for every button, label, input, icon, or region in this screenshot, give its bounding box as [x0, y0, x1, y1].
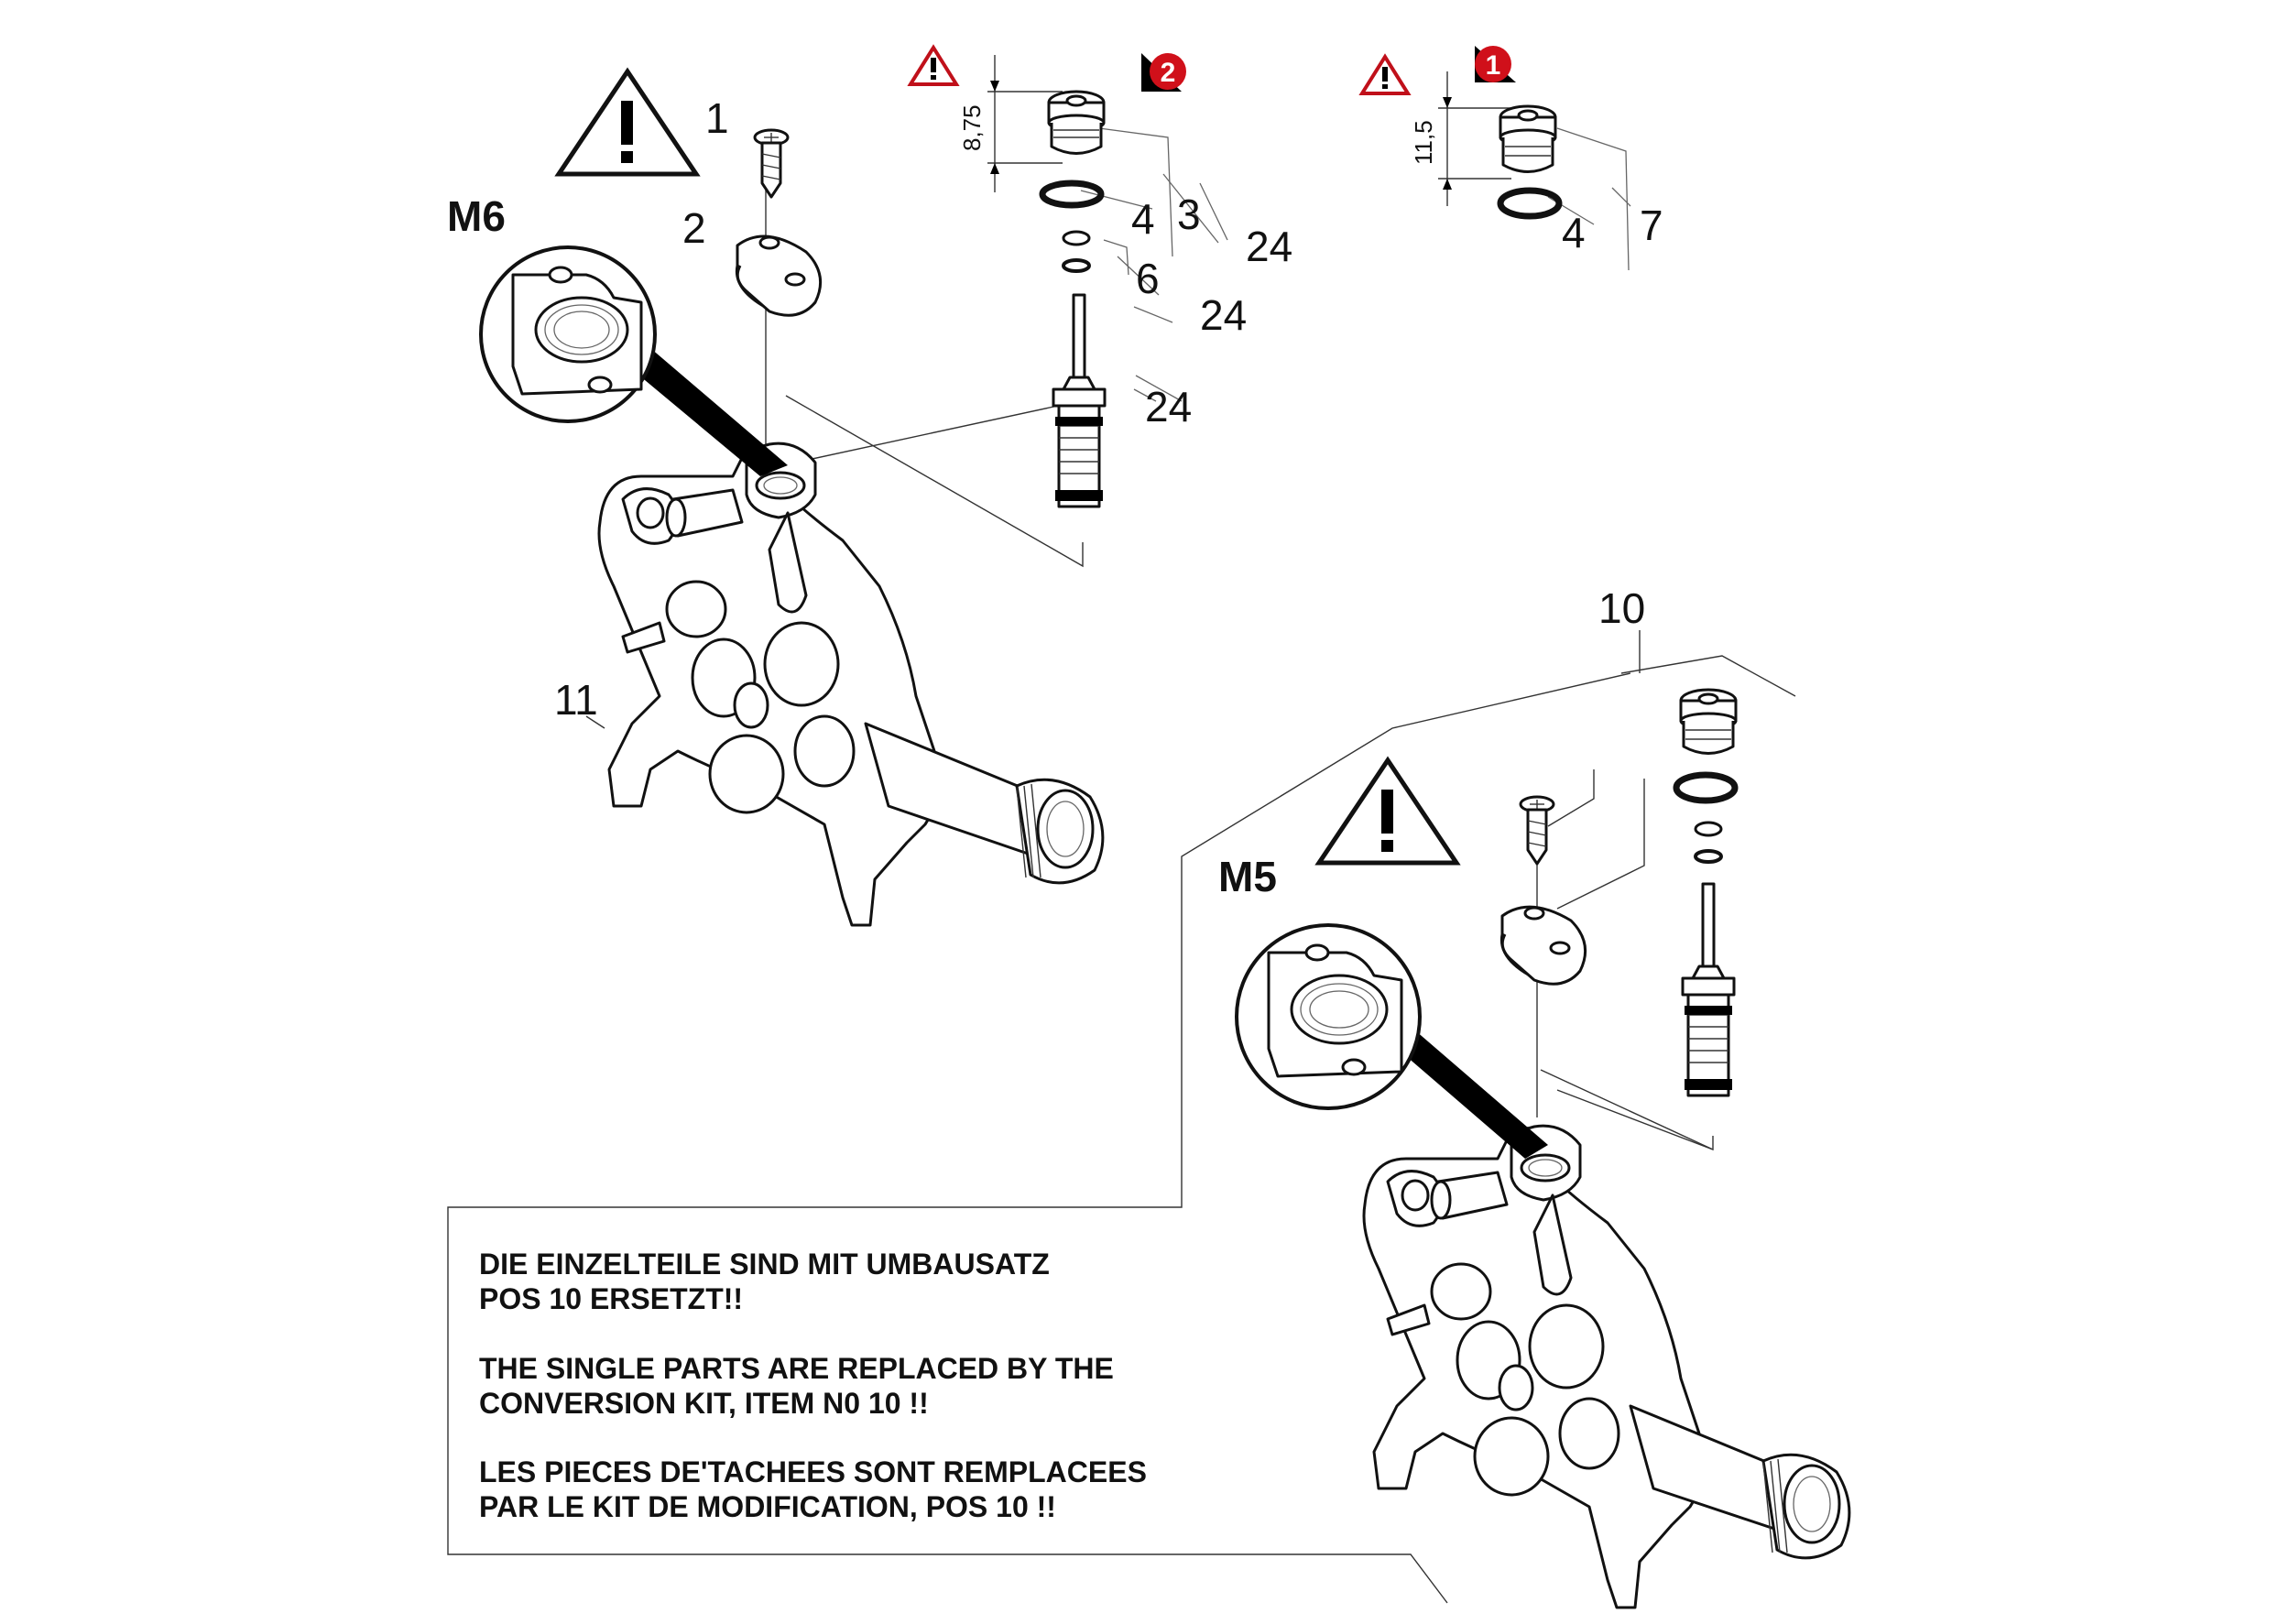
thread-label-m6: M6: [447, 192, 506, 240]
thread-label-m5: M5: [1218, 853, 1277, 900]
piston-24: [1052, 293, 1107, 508]
note-de-line1: DIE EINZELTEILE SIND MIT UMBAUSATZ: [479, 1248, 1050, 1281]
o-ring-lower: [1673, 771, 1739, 804]
callout-labels: 1 2 3 4 4 6 7 10 11 24 24 24: [554, 94, 1663, 729]
callout-24-b: 24: [1200, 291, 1247, 339]
note-fr-line2: PAR LE KIT DE MODIFICATION, POS 10 !!: [479, 1490, 1056, 1523]
pump-head-housing-lower: [1362, 1124, 1851, 1609]
note-en-line2: CONVERSION KIT, ITEM N0 10 !!: [479, 1387, 929, 1420]
callout-4-upper: 4: [1131, 195, 1155, 243]
callout-11: 11: [554, 676, 598, 724]
thread-detail-magnifier-upper: [479, 245, 788, 476]
screw-1: [753, 128, 790, 199]
small-warning-icon-right: [1358, 53, 1412, 95]
callout-24-a: 24: [1246, 223, 1292, 270]
valve-insert-lower: [1679, 688, 1738, 755]
o-ring-6: [1062, 258, 1091, 273]
note-fr-line1: LES PIECES DE'TACHEES SONT REMPLACEES: [479, 1455, 1147, 1488]
callout-24-c: 24: [1145, 383, 1192, 431]
o-ring-small-lower: [1694, 849, 1723, 864]
bracket-lines: [1080, 127, 1631, 402]
dimension-label-8-75: 8,75: [958, 104, 986, 151]
dimension-8-75: 8,75: [958, 55, 1063, 192]
dimension-11-5: 11,5: [1410, 71, 1511, 206]
piston-lower: [1681, 882, 1736, 1097]
washer-6: [1062, 230, 1091, 246]
valve-insert-7: [1499, 104, 1557, 173]
callout-4-right: 4: [1562, 209, 1586, 256]
callout-7: 7: [1640, 202, 1663, 249]
badge-1-label: 1: [1486, 50, 1501, 81]
callout-3: 3: [1177, 191, 1201, 238]
flange-lower: [1499, 905, 1587, 986]
warning-triangle-icon-lower: [1314, 756, 1461, 866]
callout-2: 2: [682, 204, 706, 252]
o-ring-4-right: [1497, 187, 1563, 220]
dimension-label-11-5: 11,5: [1410, 120, 1437, 165]
pump-head-housing-11: [597, 441, 1105, 927]
note-en-line1: THE SINGLE PARTS ARE REPLACED BY THE: [479, 1352, 1114, 1385]
version-badge-1: 1: [1475, 46, 1516, 82]
warning-triangle-icon: [554, 67, 701, 177]
valve-insert-3: [1047, 90, 1106, 155]
washer-lower: [1694, 821, 1723, 837]
badge-2-label: 2: [1161, 58, 1176, 88]
o-ring-4-upper: [1039, 180, 1105, 209]
note-de-line2: POS 10 ERSETZT!!: [479, 1282, 743, 1315]
leader-lines: [447, 183, 1796, 1604]
thread-detail-magnifier-lower: [1235, 923, 1548, 1159]
callout-10: 10: [1598, 584, 1645, 632]
flange-2: [735, 234, 823, 317]
callout-1: 1: [705, 94, 729, 142]
callout-6: 6: [1136, 255, 1160, 302]
screw-lower: [1519, 795, 1555, 866]
version-badge-2: 2: [1141, 53, 1186, 92]
replacement-note: DIE EINZELTEILE SIND MIT UMBAUSATZ POS 1…: [479, 1248, 1147, 1523]
small-warning-icon-left: [907, 44, 960, 86]
